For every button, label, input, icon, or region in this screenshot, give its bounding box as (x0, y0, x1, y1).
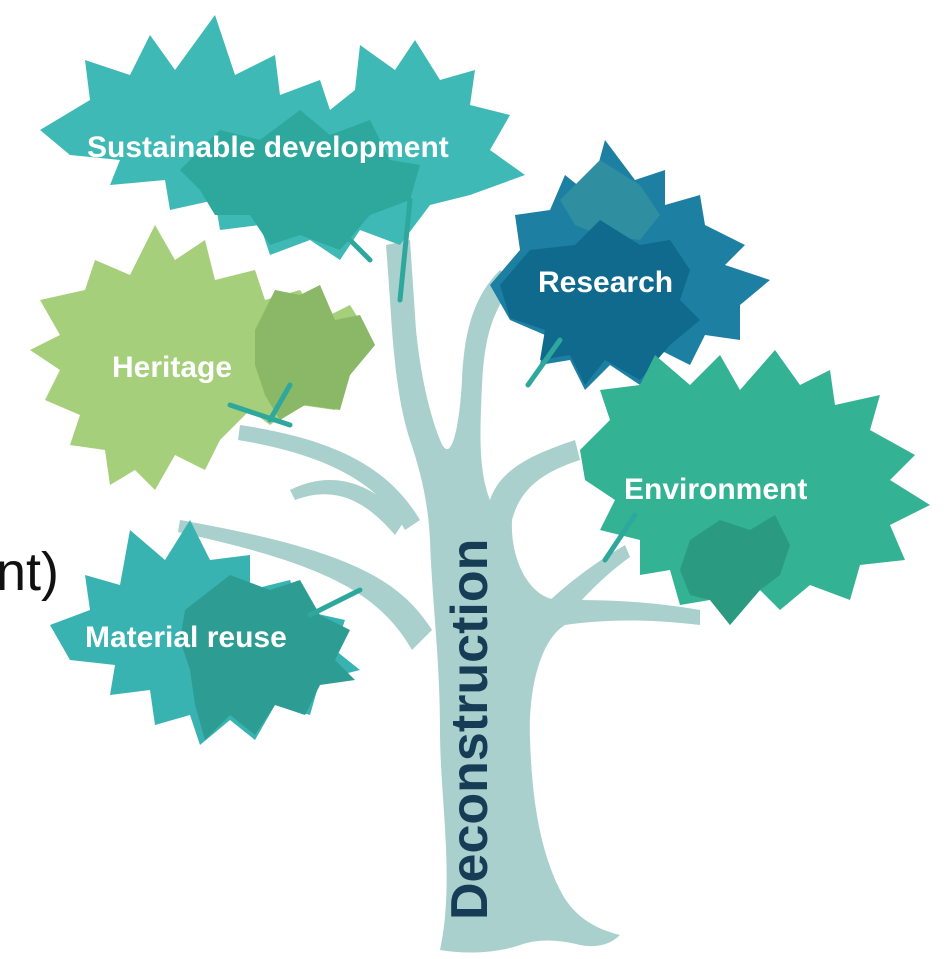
stem (332, 222, 373, 263)
stem (397, 197, 413, 303)
leaf-research: Research (490, 140, 770, 390)
branch-environment (540, 545, 630, 625)
leaf-heritage: Heritage (30, 225, 375, 490)
stem (307, 587, 363, 618)
leaf-material-reuse: Material reuse (50, 520, 360, 745)
leaf-sustainable-development: Sustainable development (40, 15, 525, 260)
leaf-shape-accent (560, 160, 660, 240)
leaf-environment: Environment (580, 350, 930, 625)
leaf-label-environment: Environment (624, 473, 807, 506)
cut-off-text: nt) (0, 542, 59, 602)
branch-upper-left (290, 480, 405, 535)
leaf-shape-dark (255, 285, 375, 420)
leaf-shape (30, 225, 375, 490)
leaf-label-material-reuse: Material reuse (85, 621, 287, 654)
leaf-label-sustainable-development: Sustainable development (87, 131, 449, 164)
stem (525, 337, 563, 388)
leaf-shape-dark (680, 515, 790, 625)
stem (602, 512, 638, 563)
tree-trunk (178, 240, 700, 953)
stem (227, 402, 293, 428)
trunk-body (386, 240, 700, 953)
trunk-label: Deconstruction (441, 539, 499, 920)
leaf-shape-dark (500, 220, 700, 385)
leaf-label-research: Research (538, 266, 673, 299)
leaf-shape (580, 350, 930, 625)
leaf-shape-dark (180, 110, 420, 250)
leaf-shape-dark (180, 575, 355, 740)
branch-material (178, 520, 432, 650)
stem (267, 382, 293, 423)
leaf-stems (227, 197, 638, 618)
leaf-label-heritage: Heritage (112, 351, 232, 384)
